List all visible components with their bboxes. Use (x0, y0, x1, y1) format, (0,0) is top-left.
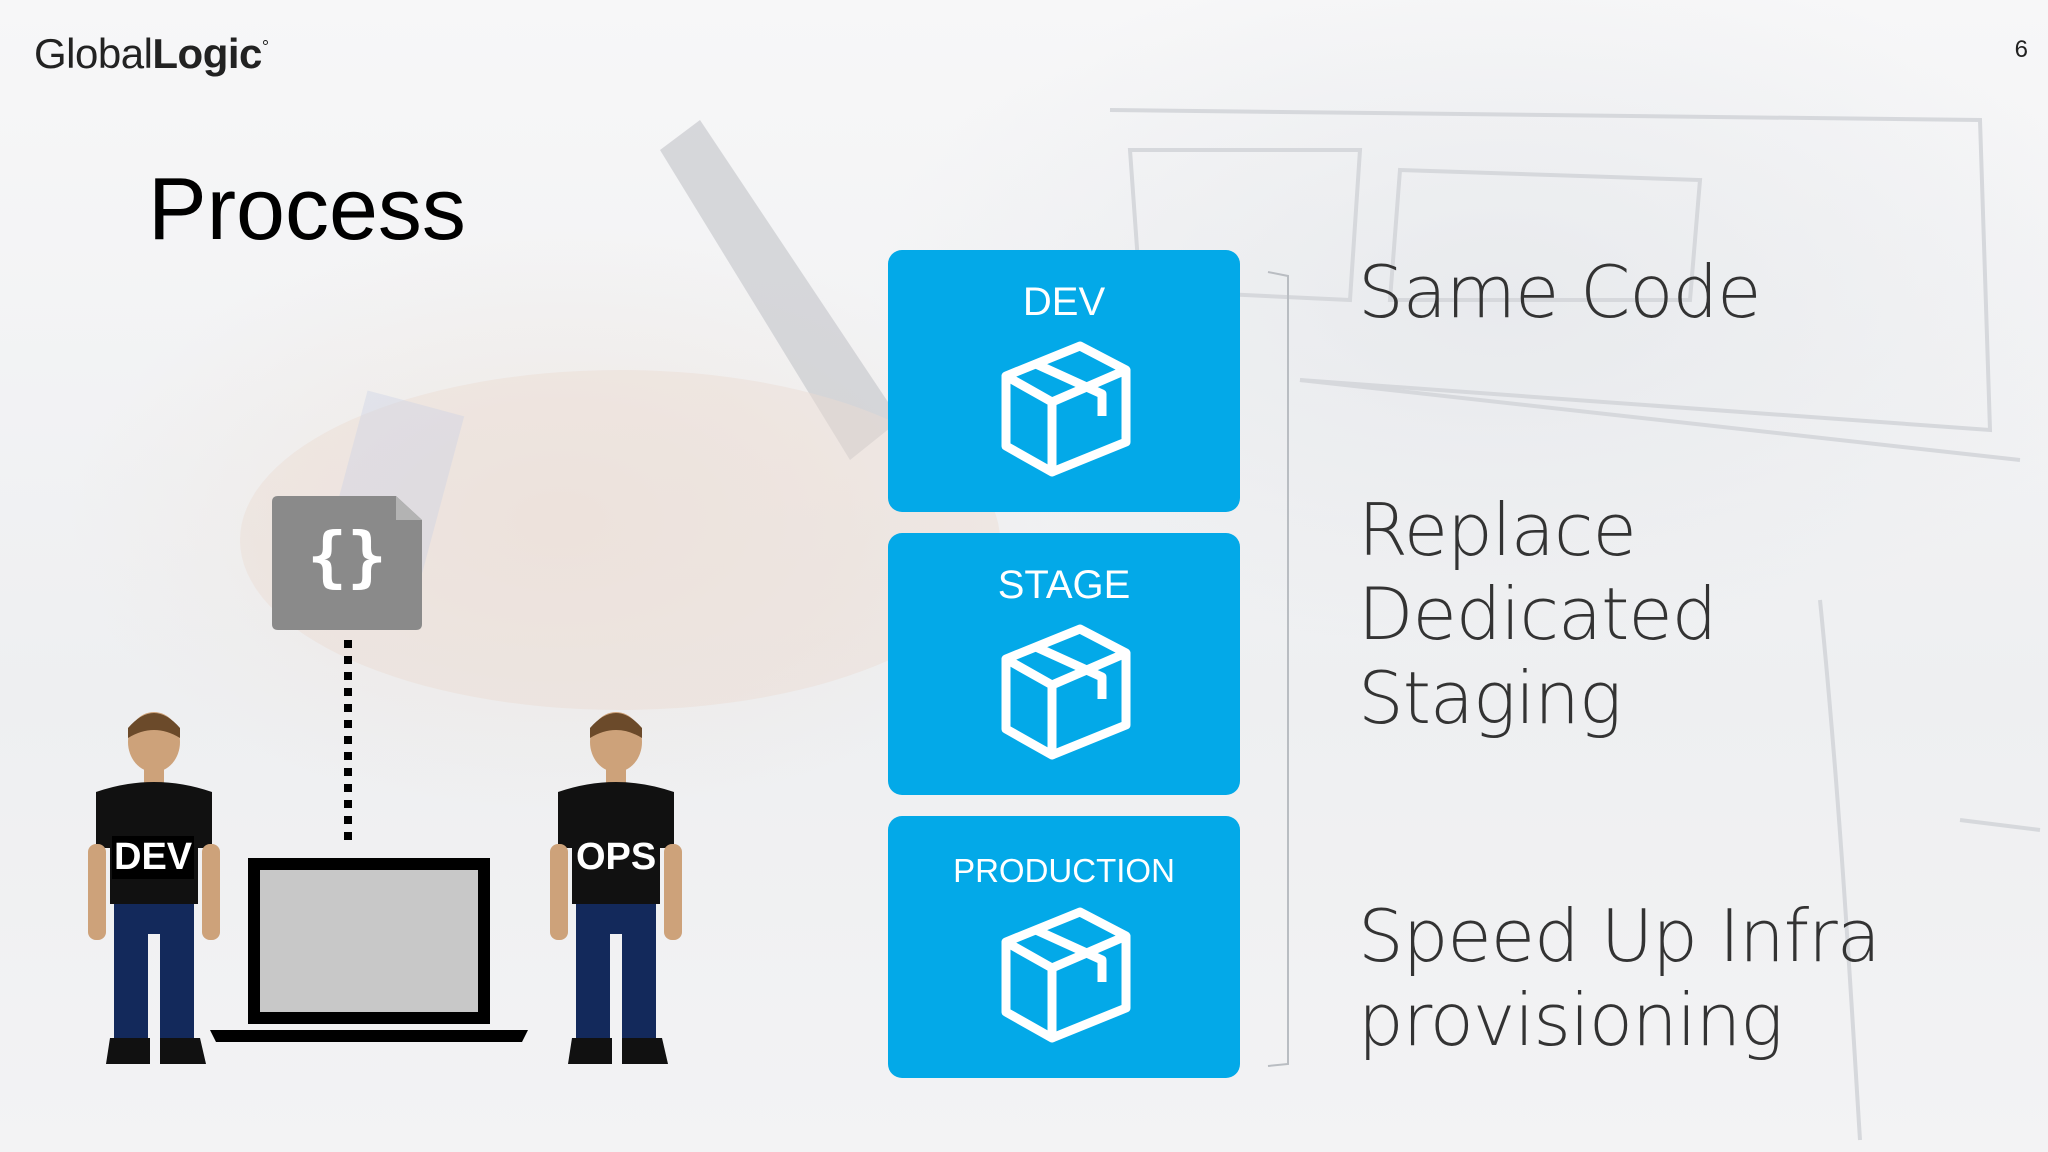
box-icon (1001, 907, 1131, 1043)
env-label-dev: DEV (1022, 280, 1106, 324)
env-label-production: PRODUCTION (953, 852, 1175, 889)
env-card-dev: DEV (888, 250, 1240, 512)
point-line: provisioning (1358, 978, 1783, 1062)
point-line: Staging (1358, 656, 1622, 740)
logo-text-global: Global (34, 30, 153, 77)
point-same-code-text: Same Code (1358, 250, 1761, 334)
dev-person-icon (88, 712, 220, 1064)
logo-mark: ° (261, 37, 269, 57)
point-line: Speed Up Infra (1358, 894, 1881, 978)
point-replace-staging: Replace Dedicated Staging (1358, 488, 1717, 740)
dotted-connector (344, 640, 352, 846)
file-icon (272, 496, 422, 630)
env-label-stage: STAGE (997, 563, 1131, 607)
point-same-code: Same Code (1358, 250, 1761, 334)
point-line: Replace (1358, 488, 1637, 572)
env-card-stage: STAGE (888, 533, 1240, 795)
bracket-divider (1267, 271, 1289, 1067)
logo-text-logic: Logic (152, 30, 262, 77)
laptop-icon (210, 858, 528, 1042)
point-speed-up: Speed Up Infra provisioning (1358, 894, 1881, 1062)
slide-title: Process (148, 159, 466, 258)
code-braces-glyph: {} (307, 518, 387, 595)
box-icon (1001, 341, 1131, 477)
ops-person-icon (550, 712, 682, 1064)
ops-badge: OPS (576, 836, 657, 878)
code-file-icon: {} (272, 496, 422, 635)
dev-badge: DEV (112, 836, 195, 879)
box-icon (1001, 624, 1131, 760)
globallogic-logo: GlobalLogic° (34, 30, 269, 78)
page-number: 6 (2014, 36, 2028, 63)
env-card-production: PRODUCTION (888, 816, 1240, 1078)
point-line: Dedicated (1358, 572, 1717, 656)
